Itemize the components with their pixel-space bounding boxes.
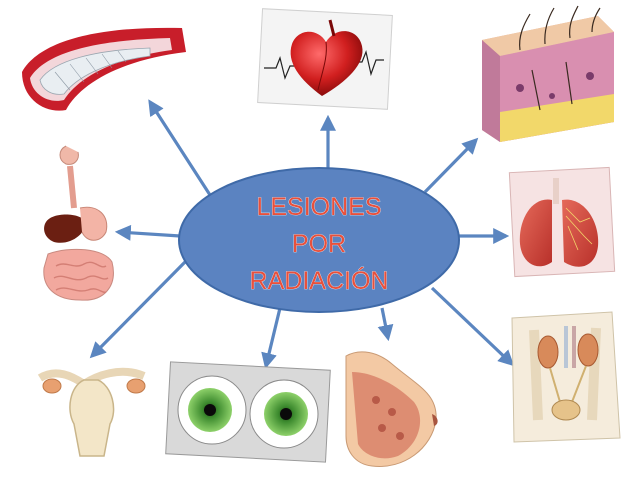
title-line-2: POR (292, 230, 346, 258)
arrows (89, 99, 515, 370)
arrow-to-reproductive (89, 260, 187, 359)
breast-icon (345, 351, 438, 467)
kidneys-bladder-icon (511, 311, 621, 443)
arrow-to-breast (377, 307, 394, 342)
arrow-to-digestive (114, 224, 181, 241)
eyes-icon (165, 361, 331, 463)
arrow-to-urinary (430, 286, 515, 367)
arrow-to-eyes (261, 307, 282, 370)
digestive-system-icon (43, 145, 114, 301)
title-line-1: LESIONES (256, 193, 381, 221)
uterus-icon (37, 367, 146, 457)
title-line-3: RADIACIÓN (250, 266, 389, 295)
arrow-to-blood-vessel (148, 99, 212, 196)
arrow-to-skin (423, 137, 479, 194)
center-ellipse (178, 167, 460, 313)
skin-cross-section-icon (482, 5, 614, 142)
lungs-icon (508, 166, 616, 278)
heart-icon (257, 8, 393, 110)
center-node: LESIONES POR RADIACIÓN (178, 167, 460, 313)
blood-vessel-icon (22, 27, 186, 111)
